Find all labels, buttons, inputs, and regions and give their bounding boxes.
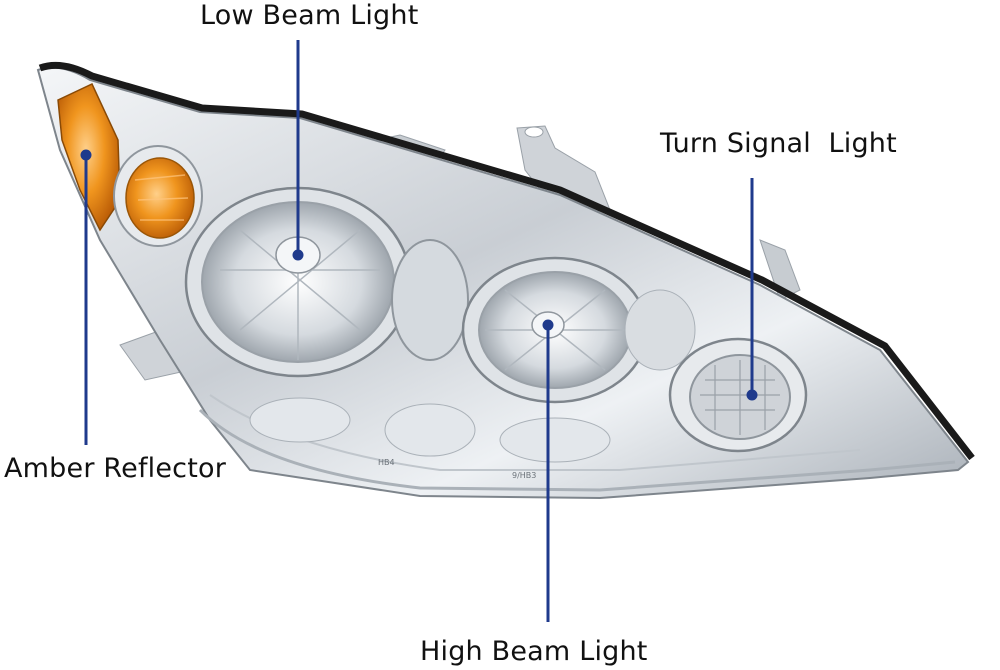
label-amber-reflector: Amber Reflector [4,453,227,484]
lens-marking-hb3: 9/HB3 [512,471,536,480]
turn-signal-lamp [668,337,808,453]
lens-marking-hb4: HB4 [378,458,395,467]
low-beam-lamp [184,186,412,378]
leader-dot-low-beam [292,249,304,261]
lower-reflectors [249,289,696,463]
rubber-gasket [38,61,975,461]
leader-dot-high-beam [542,319,554,331]
leader-dot-amber-reflector [80,149,92,161]
leader-dot-turn-signal [746,389,758,401]
label-low-beam-light: Low Beam Light [200,0,419,31]
label-high-beam-light: High Beam Light [420,636,648,667]
high-beam-lamp [391,239,649,404]
label-turn-signal-light: Turn Signal Light [660,128,897,159]
leader-lines [80,40,758,622]
